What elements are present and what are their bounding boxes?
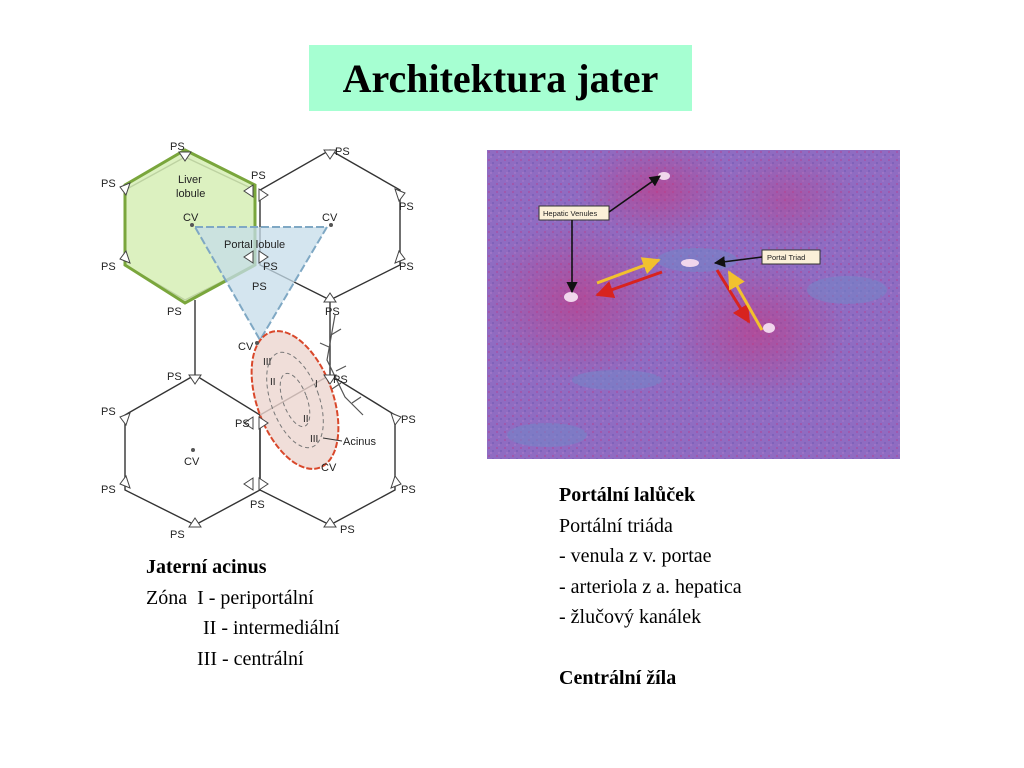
ps-label: PS <box>399 261 414 273</box>
ps-label: PS <box>170 529 185 540</box>
portal-lobule-heading: Portální lalůček <box>559 484 696 506</box>
bile-duct-line: - žlučový kanálek <box>559 606 702 628</box>
portal-triad-label: Portal Triad <box>767 253 805 262</box>
ps-label: PS <box>101 406 116 418</box>
ps-label: PS <box>101 261 116 273</box>
arteriola-line: - arteriola z a. hepatica <box>559 575 742 598</box>
hepatic-venules-callout <box>538 205 610 221</box>
ps-label: PS <box>252 281 267 293</box>
venula-line: - venula z v. portae <box>559 545 712 567</box>
acinus-heading: Jaterní acinus <box>146 556 267 578</box>
ps-label: PS <box>325 306 340 318</box>
cv-label: CV <box>183 212 199 224</box>
ps-label: PS <box>167 306 182 318</box>
cv-label: CV <box>322 212 338 224</box>
central-vein-heading: Centrální žíla <box>559 667 677 689</box>
page-title: Architektura jater <box>342 55 659 101</box>
ps-label: PS <box>250 499 265 511</box>
ps-label: PS <box>235 418 250 430</box>
portal-lobule-description: Portální lalůček Portální triáda - venul… <box>559 480 742 694</box>
ps-label: PS <box>401 414 416 426</box>
acinus-zone-iii-label: III <box>310 434 318 445</box>
acinus-zone-ii-label: II <box>303 414 309 425</box>
portal-triad-line: Portální triáda <box>559 514 673 537</box>
ps-label: PS <box>167 371 182 383</box>
acinus-label: Acinus <box>343 436 377 448</box>
central-vein-dots <box>190 223 333 452</box>
ps-label: PS <box>401 484 416 496</box>
zone-ii-line: II - intermediální <box>203 617 340 639</box>
liver-lobule-label-line2: lobule <box>176 188 205 200</box>
ps-label: PS <box>335 146 350 158</box>
ps-label: PS <box>340 524 355 536</box>
portal-space-markers <box>119 149 406 528</box>
portal-lobule-shape <box>193 226 329 342</box>
portal-lobule-label: Portal lobule <box>224 239 285 251</box>
ps-label: PS <box>101 178 116 190</box>
liver-lobule-label-line1: Liver <box>178 174 202 186</box>
ps-label: PS <box>399 201 414 213</box>
acinus-zone-ii-label: II <box>270 377 276 388</box>
title-box: Architektura jater <box>309 45 692 111</box>
acinus-shape <box>250 330 340 470</box>
acinus-zone-iii-label: III <box>263 357 271 368</box>
zone-i-line: Zóna I - periportální <box>146 586 314 609</box>
ps-label: PS <box>263 261 278 273</box>
cv-label: CV <box>238 341 254 353</box>
ps-label: PS <box>333 374 348 386</box>
liver-histology-micrograph: Hepatic Venules Portal Triad <box>487 150 900 459</box>
cv-label: CV <box>184 456 200 468</box>
hepatic-venules-label: Hepatic Venules <box>543 209 597 218</box>
acinus-description: Jaterní acinus Zóna I - periportální II … <box>146 552 340 674</box>
zone-iii-line: III - centrální <box>197 647 304 670</box>
acinus-zone-i-label: I <box>315 379 318 390</box>
ps-label: PS <box>170 141 185 153</box>
ps-label: PS <box>251 170 266 182</box>
ps-label: PS <box>101 484 116 496</box>
liver-architecture-diagram: PS PS PS PS PS PS PS PS PS PS PS PS PS P… <box>101 141 416 540</box>
cv-label: CV <box>321 462 337 474</box>
